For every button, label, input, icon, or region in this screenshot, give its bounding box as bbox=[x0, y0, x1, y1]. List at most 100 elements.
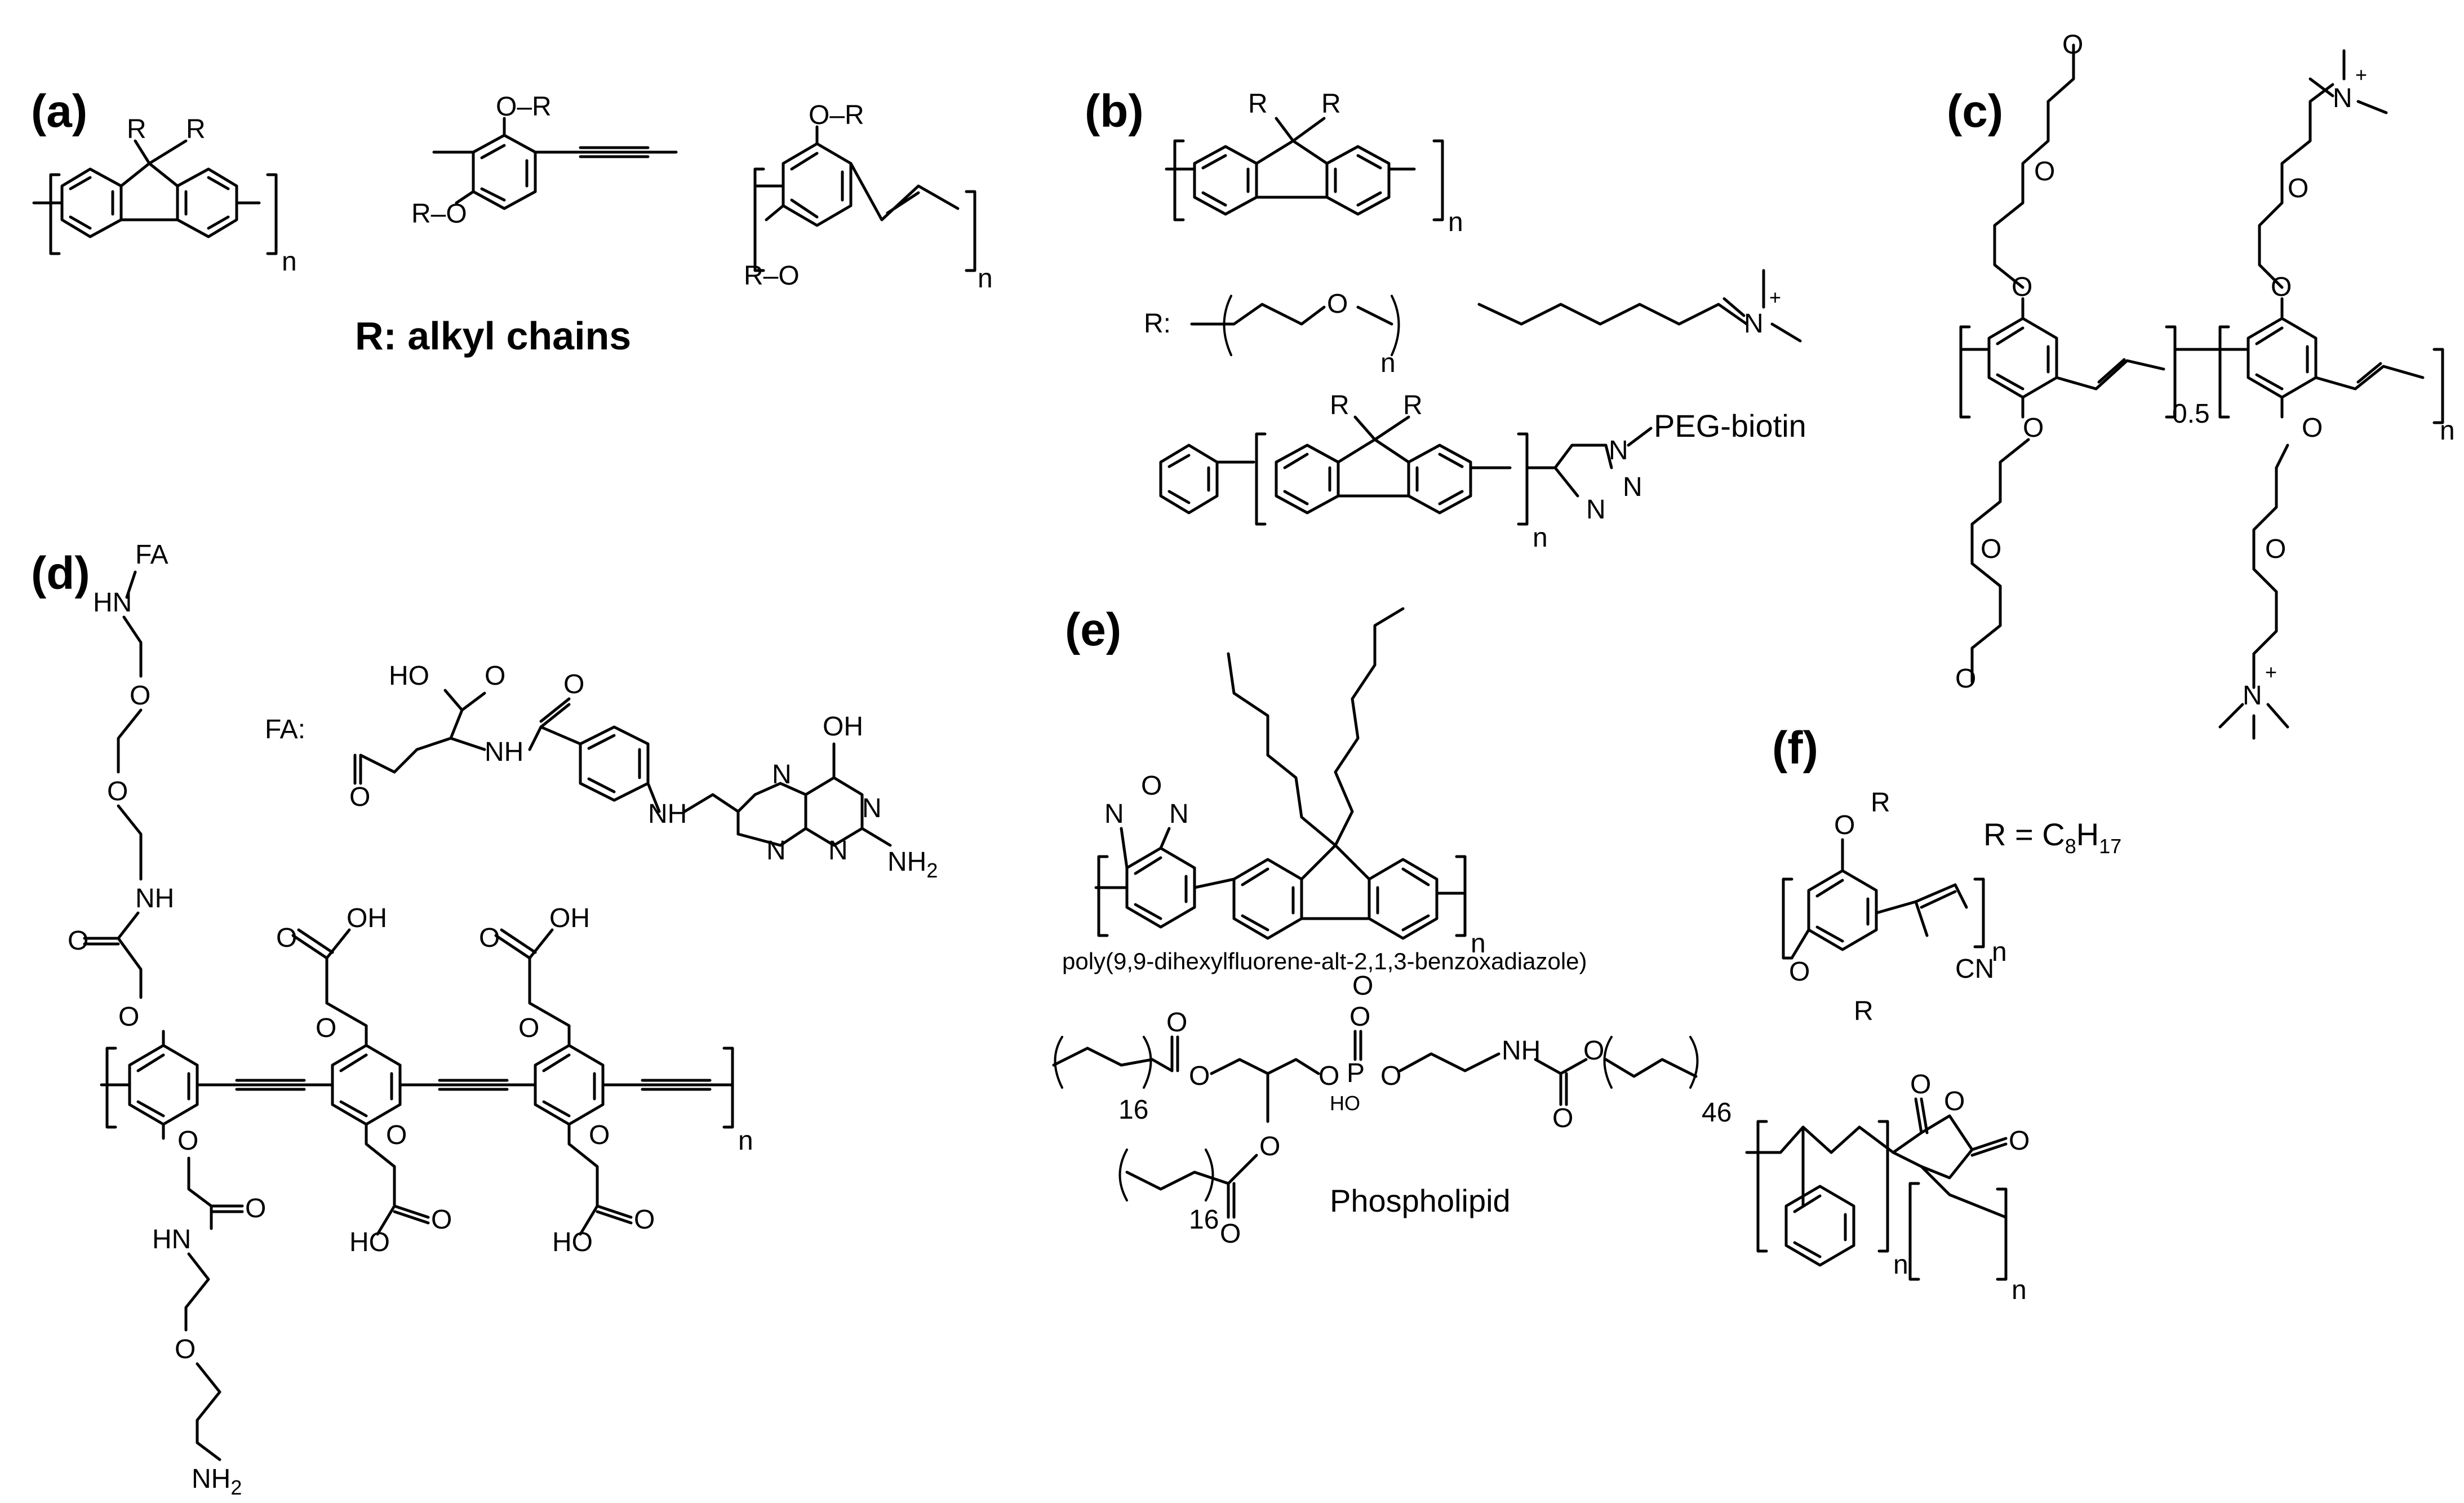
panel-f-o-1: O bbox=[1834, 810, 1855, 840]
panel-d-n-2: N bbox=[766, 836, 786, 866]
panel-d-fa-prefix: FA: bbox=[265, 715, 305, 744]
panel-d-o-8: O bbox=[479, 923, 500, 953]
panel-e-pfbd: N N O n poly(9,9-dihexylfluorene-alt-2,1… bbox=[1062, 607, 1587, 974]
panel-f-r-formula: R = C8H17 bbox=[1983, 817, 2121, 858]
panel-d-folic-acid: FA: HO O O NH O NH N N N N OH NH2 bbox=[265, 661, 938, 882]
panel-d-n: n bbox=[738, 1126, 753, 1156]
panel-f-o-3: O bbox=[1910, 1070, 1931, 1099]
panel-e-o-3: O bbox=[1318, 1061, 1339, 1091]
panel-f-r-formula-8: 8 bbox=[2065, 835, 2076, 858]
panel-d-linker-bottom: O O HN O NH2 bbox=[152, 1126, 266, 1499]
panel-d-nh2-main: NH bbox=[192, 1464, 230, 1494]
panel-e-nh: NH bbox=[1502, 1036, 1540, 1066]
panel-a-r-1: R bbox=[127, 114, 146, 144]
panel-a-ppv: O–R R–O n bbox=[744, 100, 993, 294]
panel-d-oh-2: OH bbox=[549, 903, 590, 933]
panel-e-polymer-name: poly(9,9-dihexylfluorene-alt-2,1,3-benzo… bbox=[1062, 948, 1587, 974]
panel-a-r-note: R: alkyl chains bbox=[355, 314, 631, 358]
panel-b-o: O bbox=[1327, 289, 1348, 319]
panel-b-r-3: R bbox=[1330, 391, 1349, 420]
panel-d-fa-end: FA bbox=[135, 540, 168, 570]
panel-d-hn-2: HN bbox=[152, 1225, 191, 1254]
panel-c-o-9: O bbox=[2288, 174, 2308, 203]
panel-a-ro-1: R–O bbox=[411, 199, 467, 229]
panel-c-o-3: O bbox=[2034, 157, 2055, 187]
panel-c-plus-1: + bbox=[2355, 63, 2367, 86]
panel-d-oh-3: OH bbox=[823, 712, 863, 742]
panel-b-ammonium-chain: N + bbox=[1477, 269, 1802, 343]
panel-d-o-10: O bbox=[431, 1205, 452, 1235]
panel-d: (d) FA HN O O NH O O bbox=[31, 540, 938, 1499]
panel-f-n-2: n bbox=[1893, 1250, 1908, 1280]
panel-b-peg-substituent: R: O n bbox=[1144, 289, 1400, 378]
panel-b-label: (b) bbox=[1085, 86, 1144, 137]
panel-f-r-formula-17: 17 bbox=[2099, 835, 2121, 858]
panel-b-triazole-n3: N bbox=[1586, 495, 1606, 525]
panel-c-o-4: O bbox=[2062, 30, 2083, 60]
panel-f-label: (f) bbox=[1772, 722, 1818, 774]
panel-f-o-5: O bbox=[2009, 1126, 2030, 1156]
panel-d-linker-top: FA HN O O NH O O bbox=[68, 540, 174, 1032]
panel-c-o-6: O bbox=[1955, 664, 1976, 694]
panel-e: (e) N N O n poly(9,9-dihexylfluorene-alt… bbox=[1052, 604, 1732, 1249]
panel-e-sub-16b: 16 bbox=[1189, 1205, 1219, 1235]
panel-d-ho-1: HO bbox=[349, 1227, 390, 1257]
panel-a-label: (a) bbox=[31, 86, 87, 137]
panel-d-o-2: O bbox=[107, 777, 128, 806]
panel-c-ppv-unit-2: O O n O N + O N + bbox=[2173, 49, 2455, 740]
panel-d-ppe-backbone: n O O OH O O OH O O HO O O HO bbox=[100, 903, 753, 1257]
panel-c-ppv-unit-1: O O 0.5 O O O O bbox=[1955, 30, 2210, 694]
panel-e-p: P bbox=[1347, 1058, 1365, 1088]
panel-a: (a) R R n O–R R–O bbox=[31, 86, 993, 358]
panel-d-n-4: N bbox=[828, 836, 848, 866]
panel-a-or-2: O–R bbox=[809, 100, 864, 130]
panel-a-or-1: O–R bbox=[496, 92, 552, 122]
panel-b-n-2: n bbox=[1380, 348, 1396, 378]
panel-b-n-plus: N bbox=[1744, 309, 1764, 339]
panel-e-o-10: O bbox=[1220, 1219, 1241, 1249]
panel-d-o-6: O bbox=[276, 923, 297, 953]
panel-e-n-2: N bbox=[1169, 799, 1189, 829]
panel-e-o-7: O bbox=[1552, 1103, 1573, 1133]
panel-c-fraction: 0.5 bbox=[2172, 399, 2210, 429]
panel-a-ppe: O–R R–O bbox=[411, 92, 678, 229]
panel-d-nh-2: NH bbox=[485, 737, 523, 767]
panel-c-n: n bbox=[2440, 416, 2455, 446]
panel-d-nh2-fa-sub: 2 bbox=[926, 859, 938, 882]
panel-c-plus-2: + bbox=[2265, 660, 2277, 684]
panel-a-ro-2: R–O bbox=[744, 261, 800, 291]
panel-f-r-formula-prefix: R = C bbox=[1983, 817, 2065, 852]
panel-b-r-2: R bbox=[1321, 89, 1341, 119]
panel-b-triazole-n1: N bbox=[1609, 436, 1628, 465]
panel-e-n-3: n bbox=[1471, 929, 1486, 959]
panel-d-nh-1: NH bbox=[135, 884, 174, 914]
panel-d-n-1: N bbox=[772, 760, 792, 790]
panel-d-o-4: O bbox=[118, 1002, 139, 1032]
panel-b-r-4: R bbox=[1403, 391, 1423, 420]
panel-b-biotin-fluorene: R R n N N N PEG-biotin bbox=[1159, 391, 1806, 553]
panel-e-o-4: O bbox=[1349, 1002, 1370, 1032]
panel-a-r-2: R bbox=[186, 114, 206, 144]
panel-e-o-5: O bbox=[1352, 971, 1373, 1001]
panel-e-phospholipid-label: Phospholipid bbox=[1330, 1183, 1511, 1218]
panel-c-o-10: O bbox=[2265, 534, 2286, 564]
panel-d-o-5: O bbox=[316, 1013, 336, 1043]
panel-e-o: O bbox=[1141, 771, 1162, 801]
panel-f-psma: n O O O n bbox=[1745, 1070, 2030, 1305]
panel-e-o-8: O bbox=[1583, 1036, 1604, 1066]
panel-b-peg-biotin: PEG-biotin bbox=[1654, 408, 1806, 444]
panel-c: (c) O O 0.5 O O O O O O bbox=[1947, 30, 2455, 740]
panel-d-o-1: O bbox=[130, 681, 150, 711]
panel-d-nh2-fa-main: NH bbox=[887, 847, 926, 877]
panel-f-o-2: O bbox=[1789, 957, 1810, 987]
panel-f-n-1: n bbox=[1992, 937, 2007, 967]
panel-c-label: (c) bbox=[1947, 86, 2003, 137]
panel-f-r-2: R bbox=[1854, 996, 1873, 1026]
panel-c-o-8: O bbox=[2302, 413, 2323, 443]
panel-f-o-4: O bbox=[1944, 1087, 1965, 1116]
panel-b-plus: + bbox=[1769, 286, 1781, 309]
panel-f-r-1: R bbox=[1871, 788, 1890, 818]
panel-e-o-6: O bbox=[1380, 1061, 1401, 1091]
panel-d-o-14: O bbox=[245, 1194, 266, 1223]
